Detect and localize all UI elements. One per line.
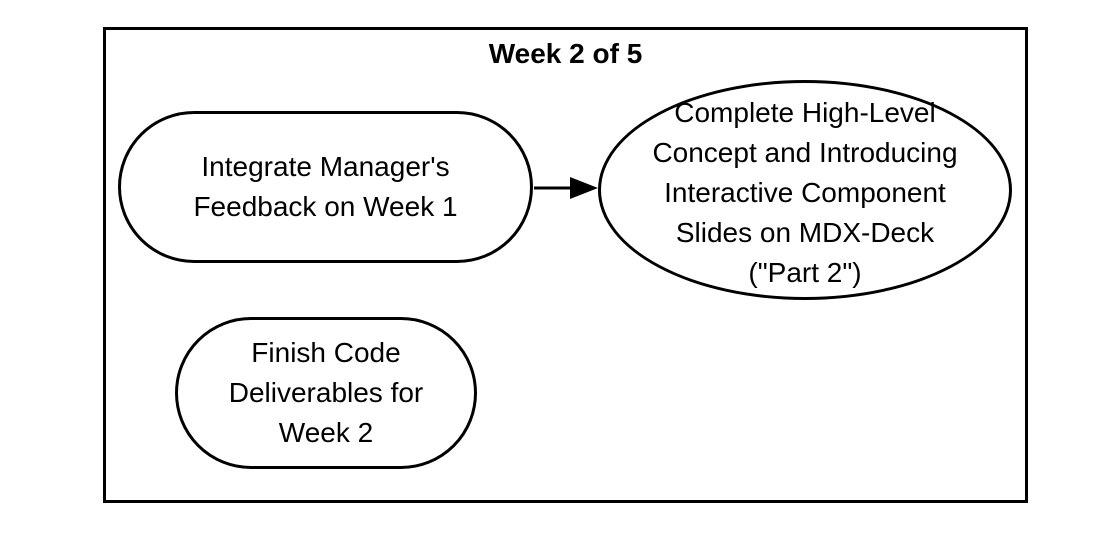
node-complete-concept: Complete High-Level Concept and Introduc… [598,80,1012,300]
node-integrate-feedback: Integrate Manager's Feedback on Week 1 [118,111,533,263]
node-complete-concept-label: Complete High-Level Concept and Introduc… [652,97,958,288]
diagram-title: Week 2 of 5 [488,38,643,69]
arrow-head [570,177,598,199]
node-finish-code-label: Finish Code Deliverables for Week 2 [228,337,424,448]
arrow-integrate-to-complete [534,177,598,199]
node-finish-code: Finish Code Deliverables for Week 2 [175,317,477,469]
week-frame [103,27,1028,503]
node-integrate-feedback-label: Integrate Manager's Feedback on Week 1 [193,151,458,222]
